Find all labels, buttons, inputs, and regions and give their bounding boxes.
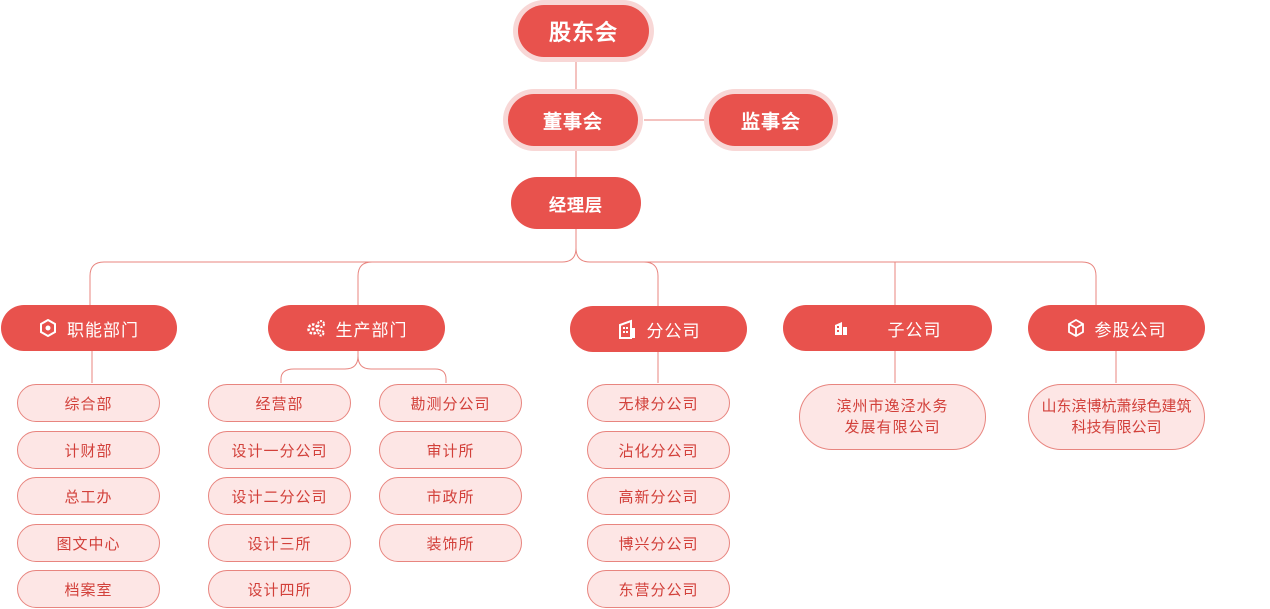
dept-item: 经营部 xyxy=(208,384,351,422)
category-functional: 职能部门 xyxy=(1,305,177,351)
dept-item: 审计所 xyxy=(379,431,522,469)
branch-item: 东营分公司 xyxy=(587,570,730,608)
subsidiary-line: 发展有限公司 xyxy=(844,418,941,436)
subsidiary-item: 滨州市逸泾水务 发展有限公司 xyxy=(799,384,986,450)
dept-item: 设计四所 xyxy=(208,570,351,608)
category-production: 生产部门 xyxy=(268,305,445,351)
category-label: 生产部门 xyxy=(335,320,408,341)
dept-item: 总工办 xyxy=(17,477,160,515)
category-label: 参股公司 xyxy=(1094,320,1167,341)
hexagon-icon xyxy=(39,319,57,337)
category-branches: 分公司 xyxy=(570,306,747,352)
associate-line: 山东滨博杭萧绿色建筑 xyxy=(1041,397,1192,415)
dept-item: 档案室 xyxy=(17,570,160,608)
dept-item: 装饰所 xyxy=(379,524,522,562)
branch-item: 沾化分公司 xyxy=(587,431,730,469)
category-label: 分公司 xyxy=(646,321,701,342)
category-label: 职能部门 xyxy=(67,320,139,341)
dept-item: 图文中心 xyxy=(17,524,160,562)
gears-icon xyxy=(306,319,326,337)
supervisors-node: 监事会 xyxy=(709,94,833,146)
branch-item: 高新分公司 xyxy=(587,477,730,515)
dept-item: 计财部 xyxy=(17,431,160,469)
dept-item: 勘测分公司 xyxy=(379,384,522,422)
shareholders-node: 股东会 xyxy=(518,5,649,57)
building-icon xyxy=(617,319,637,339)
building-small-icon xyxy=(834,320,848,336)
board-node: 董事会 xyxy=(508,94,638,146)
associate-item: 山东滨博杭萧绿色建筑 科技有限公司 xyxy=(1028,384,1205,450)
dept-item: 市政所 xyxy=(379,477,522,515)
branch-item: 无棣分公司 xyxy=(587,384,730,422)
associate-line: 科技有限公司 xyxy=(1071,418,1162,436)
cube-icon xyxy=(1067,319,1085,337)
branch-item: 博兴分公司 xyxy=(587,524,730,562)
dept-item: 设计二分公司 xyxy=(208,477,351,515)
subsidiary-line: 滨州市逸泾水务 xyxy=(836,397,949,415)
management-node: 经理层 xyxy=(511,177,641,229)
dept-item: 综合部 xyxy=(17,384,160,422)
dept-item: 设计一分公司 xyxy=(208,431,351,469)
category-subsidiary: 子公司 xyxy=(783,305,992,351)
category-associate: 参股公司 xyxy=(1028,305,1205,351)
dept-item: 设计三所 xyxy=(208,524,351,562)
category-label: 子公司 xyxy=(887,320,942,341)
